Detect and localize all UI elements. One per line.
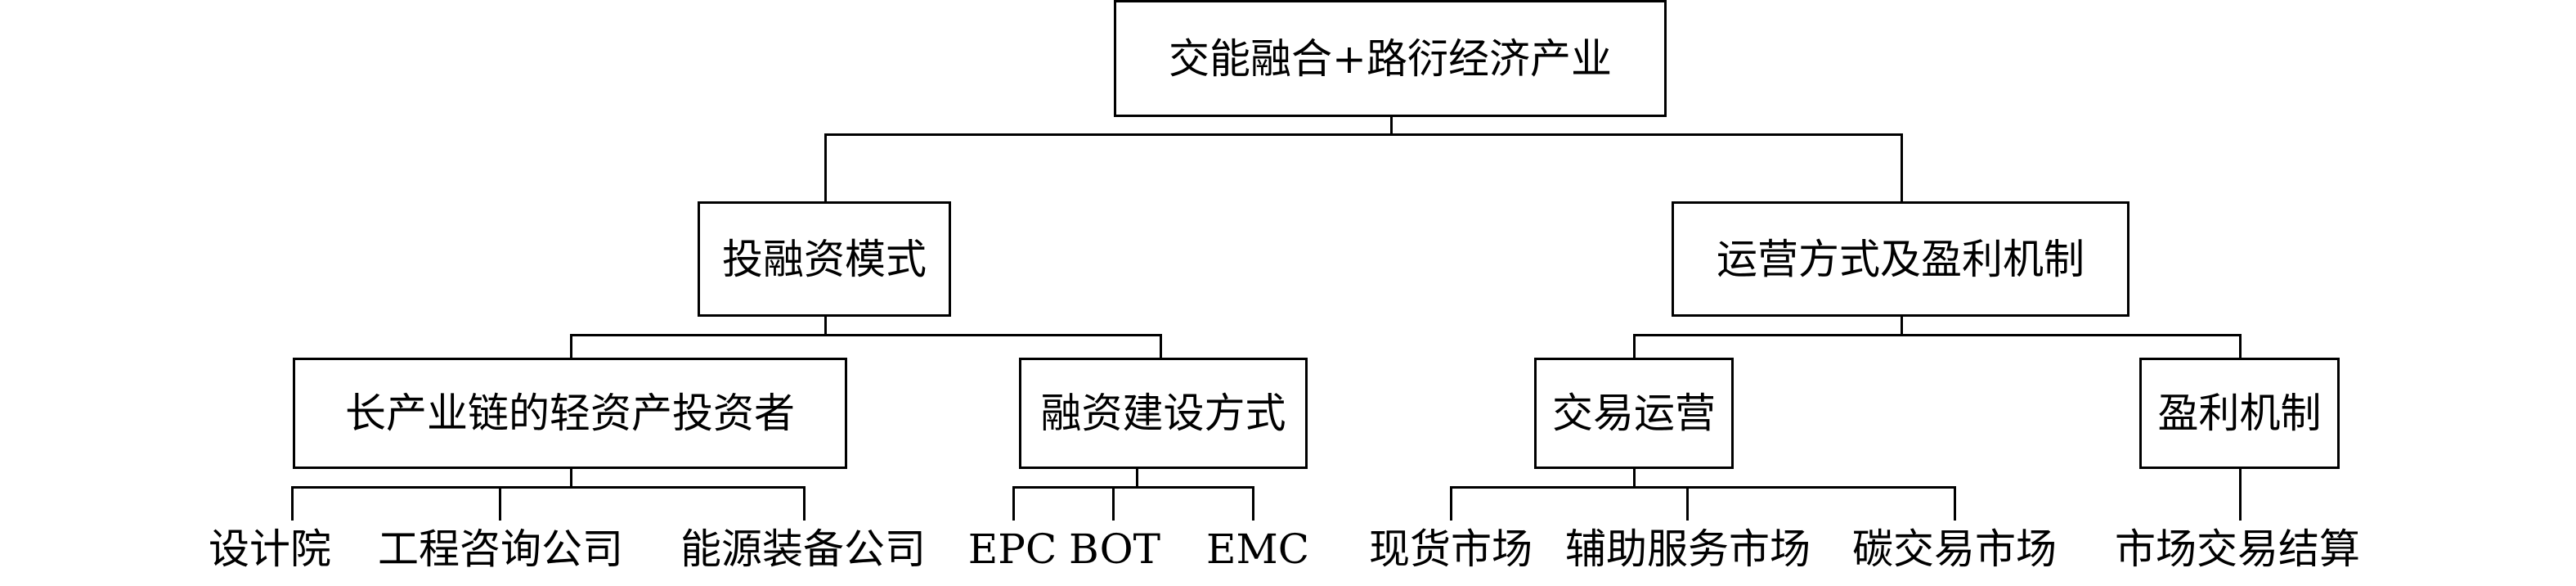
leaf-emc: EMC [1206,525,1309,573]
connector [1901,133,1903,204]
connector [1633,334,1636,360]
connector [1112,486,1115,521]
leaf-spot-market: 现货市场 [1369,525,1533,573]
connector [1012,486,1015,521]
connector [1450,486,1956,489]
connector [570,334,1162,336]
leaf-engineering-consulting: 工程咨询公司 [378,525,623,573]
connector [1686,486,1689,521]
connector [824,133,1903,136]
leaf-design-institute: 设计院 [209,525,331,573]
connector [499,486,501,521]
connector [803,486,806,521]
leaf-epc: EPC [967,525,1057,573]
node-financing-mode: 投融资模式 [698,201,951,317]
connector [1901,314,1903,336]
root-node: 交能融合+路衍经济产业 [1114,0,1667,117]
connector [1390,115,1393,134]
leaf-market-settlement: 市场交易结算 [2115,525,2360,573]
connector [1633,467,1636,489]
connector [291,486,294,521]
connector [2239,467,2242,521]
node-trading-operation: 交易运营 [1534,358,1734,469]
node-financing-construction: 融资建设方式 [1019,358,1308,469]
connector [291,486,806,489]
connector [1633,334,2242,336]
connector [1160,334,1162,360]
connector [570,467,572,489]
connector [1954,486,1956,521]
node-light-asset-investors: 长产业链的轻资产投资者 [293,358,847,469]
node-operation-profit: 运营方式及盈利机制 [1672,201,2129,317]
leaf-ancillary-market: 辅助服务市场 [1565,525,1811,573]
connector [1012,486,1254,489]
connector [824,133,827,204]
connector [1252,486,1254,521]
connector [570,334,572,360]
connector [2239,334,2242,360]
connector [824,314,827,336]
leaf-bot: BOT [1068,525,1161,573]
node-profit-mechanism: 盈利机制 [2139,358,2340,469]
connector [1136,467,1138,489]
leaf-carbon-market: 碳交易市场 [1852,525,2057,573]
connector [1450,486,1452,521]
leaf-energy-equipment: 能源装备公司 [680,525,926,573]
